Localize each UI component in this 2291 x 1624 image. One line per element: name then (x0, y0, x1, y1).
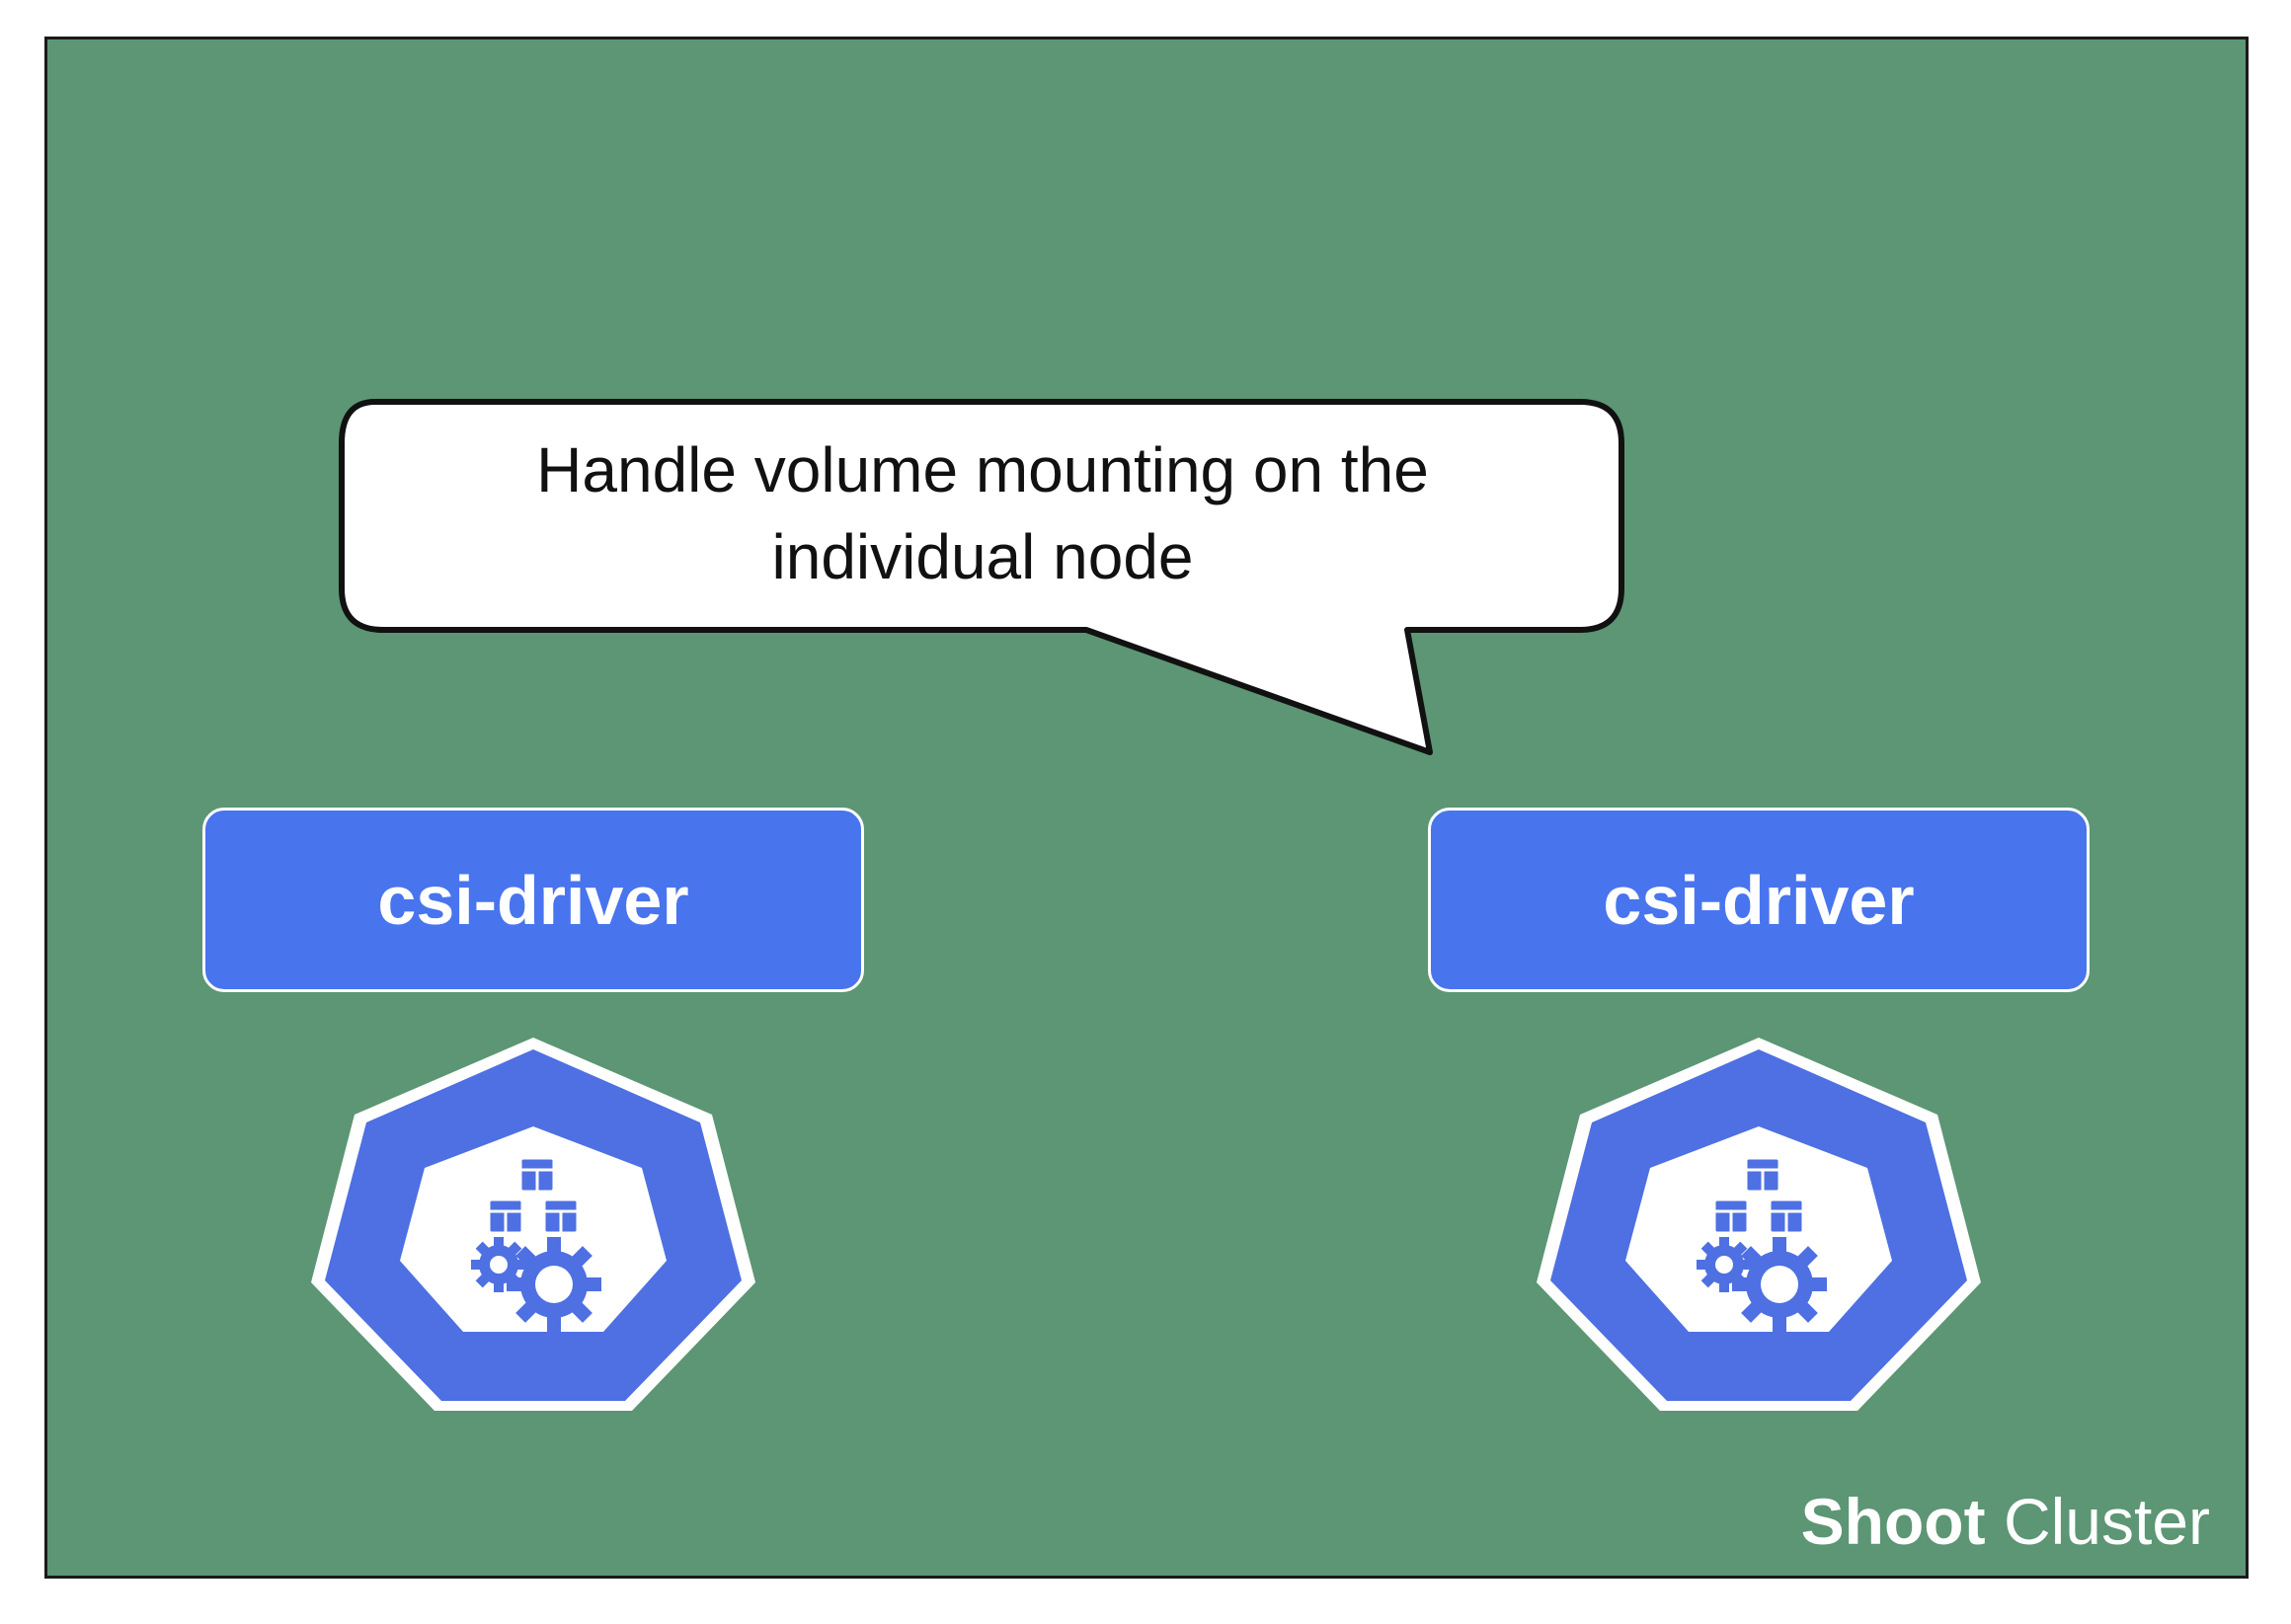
kubernetes-pod-icon (1537, 1038, 1981, 1411)
csi-driver-label: csi-driver (1603, 861, 1915, 939)
csi-driver-box-right: csi-driver (1428, 808, 2090, 992)
kubernetes-pod-icon (311, 1038, 755, 1411)
csi-driver-label: csi-driver (377, 861, 689, 939)
csi-driver-box-left: csi-driver (202, 808, 864, 992)
callout-line-2: individual node (771, 521, 1194, 592)
cluster-label-regular: Cluster (1985, 1485, 2210, 1558)
callout-line-1: Handle volume mounting on the (536, 434, 1429, 505)
cluster-label: Shoot Cluster (1801, 1484, 2210, 1559)
cluster-label-bold: Shoot (1800, 1485, 1986, 1558)
callout-text: Handle volume mounting on the individual… (341, 426, 1624, 600)
